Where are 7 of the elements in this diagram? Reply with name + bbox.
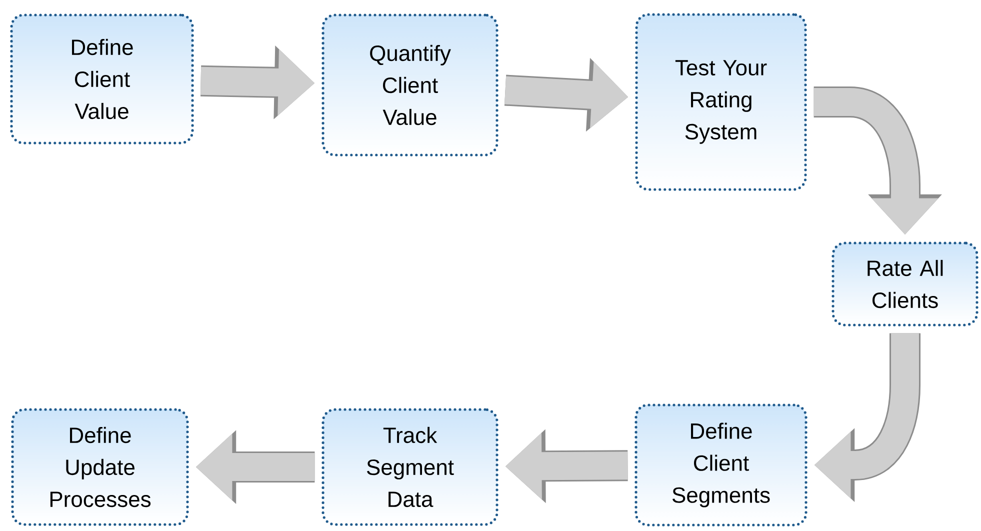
process-box: Track Segment Data xyxy=(322,408,498,526)
process-box: Define Client Value xyxy=(10,14,194,144)
process-box: Quantify Client Value xyxy=(322,14,498,156)
process-box: Test Your Rating System xyxy=(635,13,807,191)
process-box: Rate All Clients xyxy=(832,242,978,326)
process-box: Define Client Segments xyxy=(634,404,808,526)
process-box: Define Update Processes xyxy=(11,408,189,526)
